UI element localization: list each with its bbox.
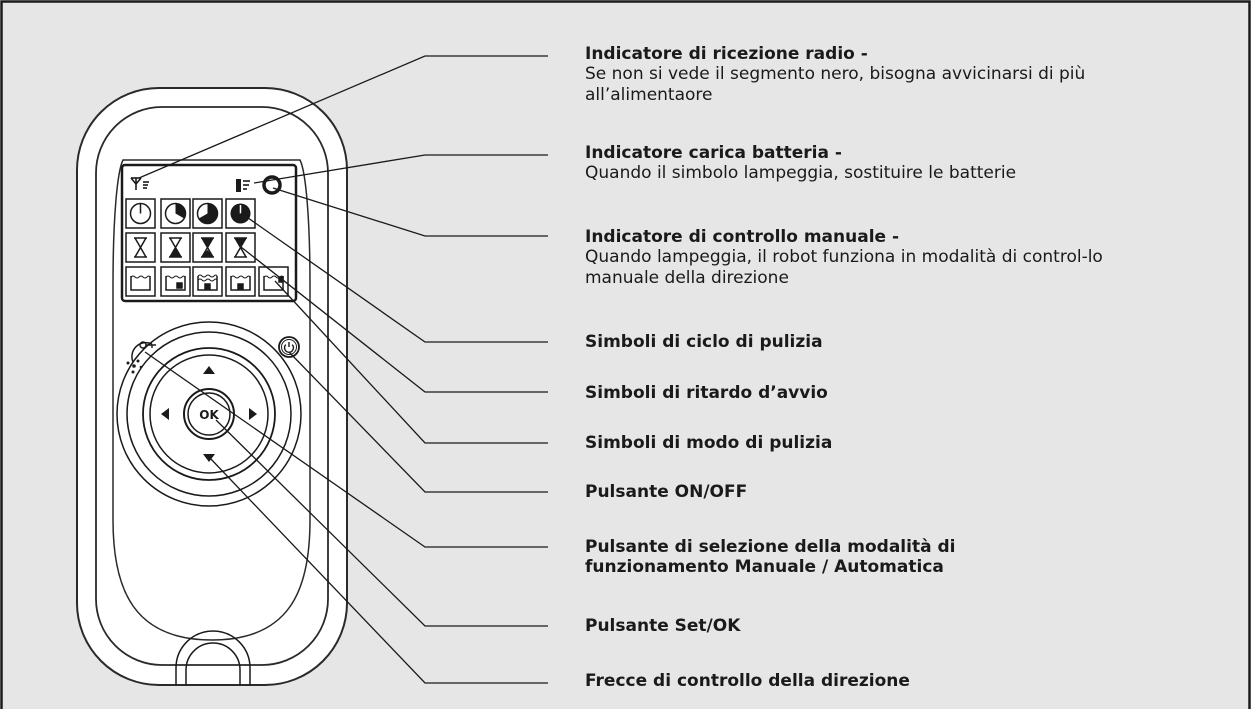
leader-onoff (288, 351, 548, 493)
lcd-screen (120, 163, 298, 303)
leader-arrows (208, 456, 548, 684)
callout-manual-control: Indicatore di controllo manuale - Quando… (585, 227, 1235, 289)
leader-cycle (240, 212, 548, 343)
callout-set-ok: Pulsante Set/OK (585, 616, 1235, 636)
arrow-down-icon[interactable] (203, 454, 215, 462)
callout-description: Se non si vede il segmento nero, bisogna… (585, 64, 1086, 105)
manual-control-indicator-icon (262, 175, 282, 195)
leader-radio (138, 55, 548, 179)
leader-delay (240, 246, 548, 393)
antenna-icon (130, 177, 149, 190)
callout-title: Pulsante di selezione della modalità di … (585, 537, 956, 577)
callout-title: Simboli di ritardo d’avvio (585, 383, 828, 403)
leader-manual-indicator (272, 187, 548, 237)
callout-direction-arrows: Frecce di controllo della direzione (585, 671, 1235, 691)
direction-arrows (161, 366, 257, 462)
ok-button-label: OK (199, 408, 219, 422)
callout-battery-charge: Indicatore carica batteria - Quando il s… (585, 143, 1235, 184)
callout-start-delay: Simboli di ritardo d’avvio (585, 383, 1235, 403)
cycle-symbols-row (125, 198, 256, 229)
callout-title: Indicatore carica batteria - (585, 143, 842, 163)
leader-manual-auto (144, 351, 548, 548)
key-icon (139, 341, 156, 349)
power-button[interactable] (278, 336, 300, 358)
leader-battery (253, 154, 548, 184)
lanyard-notch (175, 630, 251, 685)
arrow-left-icon[interactable] (161, 408, 169, 420)
fan-icon (126, 359, 143, 374)
start-delay-symbols-row (125, 232, 256, 263)
callout-description: Quando il simbolo lampeggia, sostituire … (585, 163, 1017, 183)
callout-on-off: Pulsante ON/OFF (585, 482, 1235, 502)
callout-manual-auto: Pulsante di selezione della modalità di … (585, 537, 1235, 577)
callout-radio-reception: Indicatore di ricezione radio - Se non s… (585, 44, 1235, 106)
callout-title: Pulsante Set/OK (585, 616, 741, 636)
arrow-up-icon[interactable] (203, 366, 215, 374)
callout-title: Pulsante ON/OFF (585, 482, 748, 502)
callout-title: Simboli di ciclo di pulizia (585, 332, 823, 352)
callout-cleaning-mode: Simboli di modo di pulizia (585, 433, 1235, 453)
manual-auto-button[interactable] (126, 341, 157, 374)
leader-mode (274, 280, 548, 444)
callout-title: Indicatore di ricezione radio - (585, 44, 868, 64)
battery-icon (236, 179, 250, 192)
callout-title: Simboli di modo di pulizia (585, 433, 833, 453)
cleaning-mode-symbols-row (125, 266, 289, 297)
callout-cleaning-cycle: Simboli di ciclo di pulizia (585, 332, 1235, 352)
arrow-right-icon[interactable] (249, 408, 257, 420)
callout-title: Frecce di controllo della direzione (585, 671, 910, 691)
leader-setok (215, 419, 548, 627)
control-pad (116, 321, 302, 507)
callout-title: Indicatore di controllo manuale - (585, 227, 900, 247)
callout-description: Quando lampeggia, il robot funziona in m… (585, 247, 1103, 288)
leader-lines (138, 55, 548, 684)
